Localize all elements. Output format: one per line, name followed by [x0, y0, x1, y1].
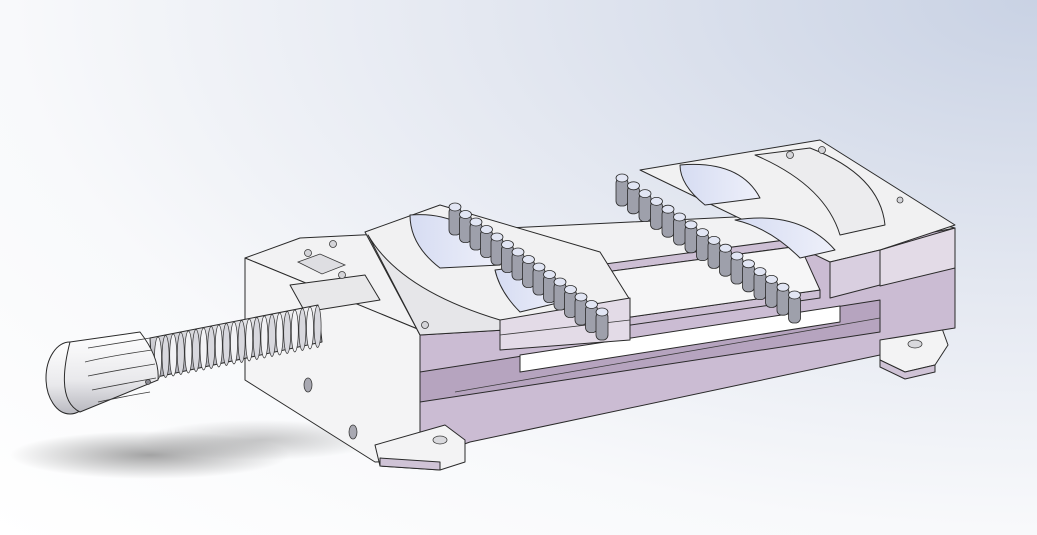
screw-thread-ring [207, 326, 216, 369]
jaw-tooth-top [673, 212, 686, 222]
jaw-tooth-top [532, 262, 546, 272]
jaw-tooth-top [553, 277, 567, 287]
jaw-tooth-top [730, 251, 744, 261]
screw-thread-ring [275, 312, 284, 356]
jaw-tooth-top [742, 259, 755, 269]
fixed-jaw [639, 139, 956, 299]
screw-thread-ring [306, 306, 314, 350]
jaw-tooth-top [684, 220, 698, 230]
screw-thread-ring [230, 321, 238, 365]
screw-thread-ring [222, 323, 231, 366]
screw-thread-ring [260, 315, 269, 359]
jaw-tooth-top [511, 247, 525, 257]
jaw-tooth-top [595, 307, 609, 317]
screw-thread-ring [199, 327, 208, 371]
jaw-tooth-top [650, 196, 663, 206]
jaw-tooth-top [543, 270, 556, 279]
screw-thread-ring [283, 311, 292, 354]
jaw-tooth-top [753, 267, 767, 277]
screw-thread-ring [268, 314, 276, 357]
jaw-tooth-top [627, 181, 640, 191]
screw-thread-ring [161, 335, 170, 378]
jaw-tooth-top [490, 232, 504, 242]
jaw-tooth-top [707, 235, 721, 245]
fixed-jaw-teeth [615, 173, 801, 324]
jaw-tooth-top [564, 285, 577, 294]
jaw-tooth-top [501, 240, 514, 249]
handle-knob[interactable] [45, 331, 159, 415]
jaw-tooth-top [448, 202, 462, 212]
screw-thread-ring [290, 309, 299, 353]
screw-thread-ring [313, 305, 322, 348]
screw-thread-ring [245, 318, 254, 362]
jaw-tooth-top [776, 282, 790, 292]
ground-shadow [10, 420, 380, 479]
jaw-tooth-top [469, 217, 483, 227]
jaw-tooth-top [696, 228, 709, 238]
screw-thread-ring [184, 330, 193, 374]
jaw-tooth-top [522, 255, 535, 264]
jaw-tooth-top [574, 292, 588, 302]
jaw-tooth-top [585, 300, 598, 309]
screw-thread-ring [192, 329, 200, 372]
jaw-tooth-top [459, 210, 472, 219]
screw-thread-ring [169, 333, 178, 377]
jaw-tooth-top [788, 290, 801, 300]
jaw-tooth-top [661, 204, 675, 214]
jaw-tooth-top [765, 274, 778, 284]
screw-thread-ring [237, 320, 246, 363]
jaw-tooth-top [615, 173, 629, 183]
moving-jaw-teeth [448, 202, 609, 341]
screw-thread-ring [176, 332, 185, 375]
screw-thread-ring [252, 317, 261, 360]
jaw-tooth-top [719, 243, 732, 253]
screw-thread-ring [298, 308, 307, 351]
left-mounting-foot [374, 424, 466, 471]
jaw-tooth-top [480, 225, 493, 234]
end-face-holes [303, 377, 358, 440]
jaw-tooth-top [638, 189, 652, 199]
screw-thread-ring [214, 324, 223, 368]
